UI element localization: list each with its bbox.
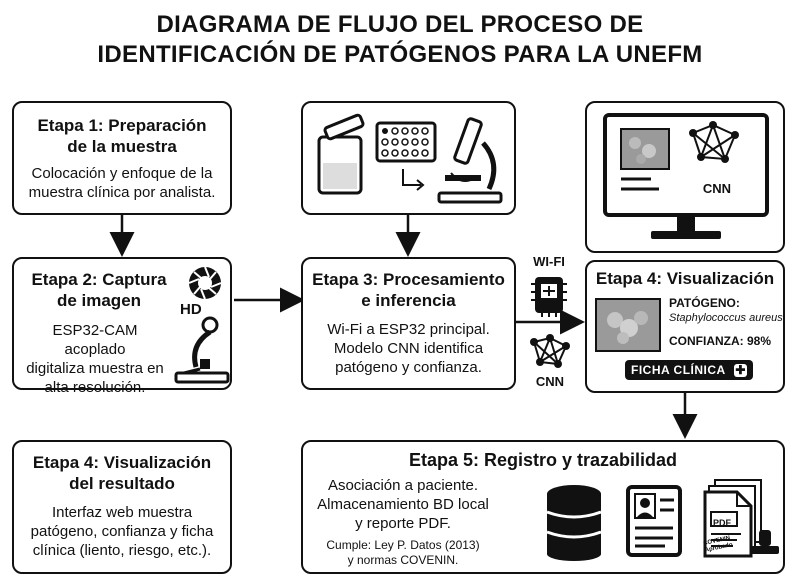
stage5-description: Asociación a paciente. Almacenamiento BD… [317,477,489,532]
stage5-compliance-note: Cumple: Ley P. Datos (2013) y normas COV… [326,538,480,567]
monitor-cnn-label: CNN [702,181,732,196]
stage4-box: Etapa 4: Visualización PATÓGENO: Staphyl… [585,260,785,393]
monitor-icon [603,113,769,239]
lab-microscope-icon [437,117,503,204]
stage4-heading: Etapa 4: Visualización [595,269,775,288]
stage5-box: Etapa 5: Registro y trazabilidad Asociac… [301,440,785,574]
stage3-description: Wi-Fi a ESP32 principal. Modelo CNN iden… [327,321,490,376]
medical-cross-icon: ✚ [734,363,748,377]
neural-network-icon [530,334,570,368]
sample-container-icon [317,113,365,195]
esp32-chip-icon [531,277,567,317]
stage2-box: Etapa 2: Captura de imagen ESP32-CAM aco… [12,257,232,396]
ficha-clinica-label: FICHA CLÍNICA [631,363,726,377]
hd-label: HD [180,301,202,318]
stage4-result-box: Etapa 4: Visualización del resultado Int… [12,440,232,574]
ficha-clinica-button[interactable]: FICHA CLÍNICA ✚ [625,360,754,380]
confidence-value: CONFIANZA: 98% [669,334,772,348]
diagram-title: DIAGRAMA DE FLUJO DEL PROCESO DE IDENTIF… [0,10,800,70]
title-line-1: DIAGRAMA DE FLUJO DEL PROCESO DE [156,11,644,38]
camera-aperture-icon [188,266,222,300]
stage1-heading: Etapa 1: Preparación de la muestra [37,116,207,156]
stage4-result-description: Interfaz web muestra patógeno, confianza… [30,504,214,559]
monitor-box: CNN [585,101,785,253]
stage1-description: Colocación y enfoque de la muestra clíni… [28,165,216,201]
lab-illustration [317,113,503,204]
cnn-connector-label: CNN [535,374,565,389]
stage1-box: Etapa 1: Preparación de la muestra Coloc… [12,101,232,215]
stage4-result-heading: Etapa 4: Visualización del resultado [32,453,212,493]
pathogen-label: PATÓGENO: [669,296,740,310]
lab-illustration-box [301,101,516,215]
microscope-icon [174,316,230,384]
pathogen-image [595,298,661,352]
pdf-report-icon [703,479,779,558]
stage5-heading: Etapa 5: Registro y trazabilidad [408,450,678,470]
stage2-heading: Etapa 2: Captura de imagen [31,270,167,310]
database-icon [546,485,602,561]
pdf-label: PDF [713,518,731,528]
well-plate-icon [375,121,437,163]
wifi-label: WI-FI [533,254,565,269]
pathogen-name: Staphylococcus aureus [669,312,783,324]
stage2-description: ESP32-CAM acoplado digitaliza muestra en… [26,322,164,396]
monitor-cnn-icon [689,121,739,163]
title-line-2: IDENTIFICACIÓN DE PATÓGENOS PARA LA UNEF… [97,41,703,68]
stage3-heading: Etapa 3: Procesamiento e inferencia [312,270,505,310]
patient-record-icon [626,485,682,557]
stamp-icon [751,530,779,554]
stage3-box: Etapa 3: Procesamiento e inferencia Wi-F… [301,257,516,390]
